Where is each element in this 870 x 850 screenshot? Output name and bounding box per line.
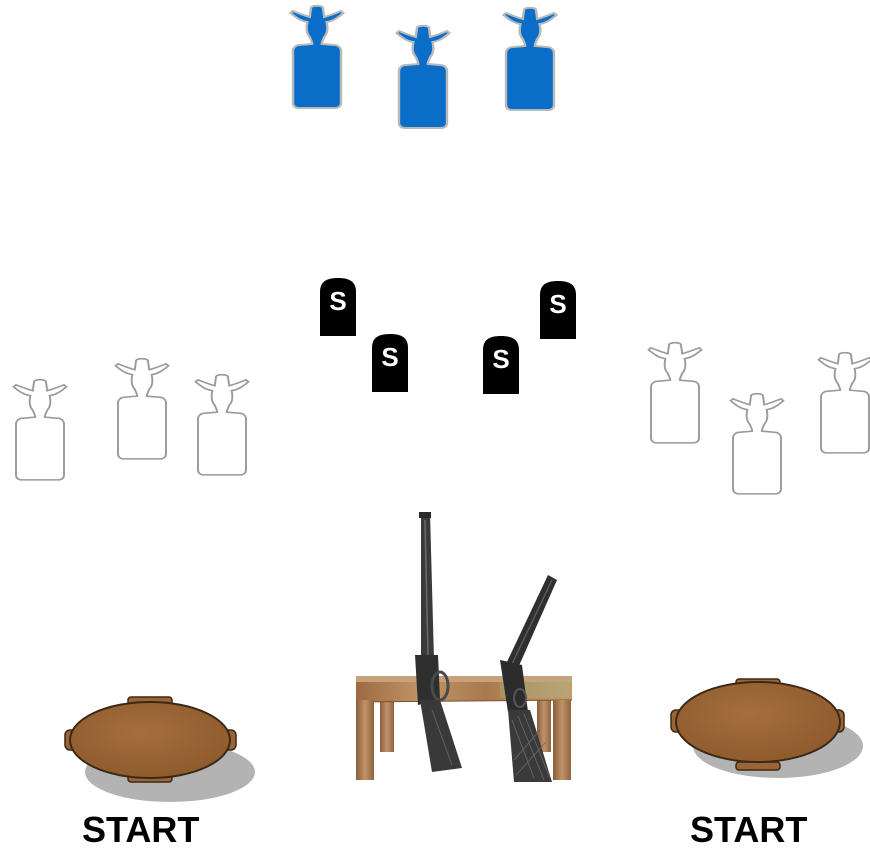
cowboy-silhouette-target-icon	[395, 24, 451, 130]
start-label-right: START	[690, 809, 808, 850]
knockdown-plate-3: S	[483, 336, 519, 394]
white-target-left-1	[12, 378, 68, 481]
start-label-left: START	[82, 809, 200, 850]
blue-target-2	[395, 24, 451, 130]
shotgun-icon	[500, 575, 557, 782]
cowboy-silhouette-target-icon	[194, 373, 250, 476]
left-white-target-group	[12, 357, 250, 481]
knockdown-letter: S	[549, 289, 566, 319]
right-white-target-group	[647, 341, 870, 495]
cowboy-silhouette-target-icon	[289, 4, 345, 110]
white-target-left-3	[194, 373, 250, 476]
blue-target-1	[289, 4, 345, 110]
cowboy-silhouette-target-icon	[647, 341, 703, 444]
cowboy-silhouette-target-icon	[502, 6, 558, 112]
white-target-left-2	[114, 357, 170, 460]
knockdown-group: S S S S	[320, 278, 576, 394]
cowboy-silhouette-target-icon	[817, 351, 870, 454]
knockdown-plate-1: S	[320, 278, 356, 336]
knockdown-letter: S	[329, 286, 346, 316]
knockdown-letter: S	[492, 344, 509, 374]
blue-target-3	[502, 6, 558, 112]
knockdown-plate-2: S	[372, 334, 408, 392]
cowboy-silhouette-target-icon	[114, 357, 170, 460]
white-target-right-1	[647, 341, 703, 444]
barrel-icon	[670, 678, 845, 771]
barrel-left	[64, 696, 255, 802]
barrel-icon	[64, 696, 237, 783]
knockdown-letter: S	[381, 342, 398, 372]
white-target-right-2	[729, 392, 785, 495]
white-target-right-3	[817, 351, 870, 454]
rifle-icon	[415, 512, 462, 772]
cowboy-silhouette-target-icon	[12, 378, 68, 481]
cowboy-silhouette-target-icon	[729, 392, 785, 495]
barrel-right	[670, 678, 863, 778]
knockdown-plate-4: S	[540, 281, 576, 339]
blue-target-group	[289, 4, 558, 130]
